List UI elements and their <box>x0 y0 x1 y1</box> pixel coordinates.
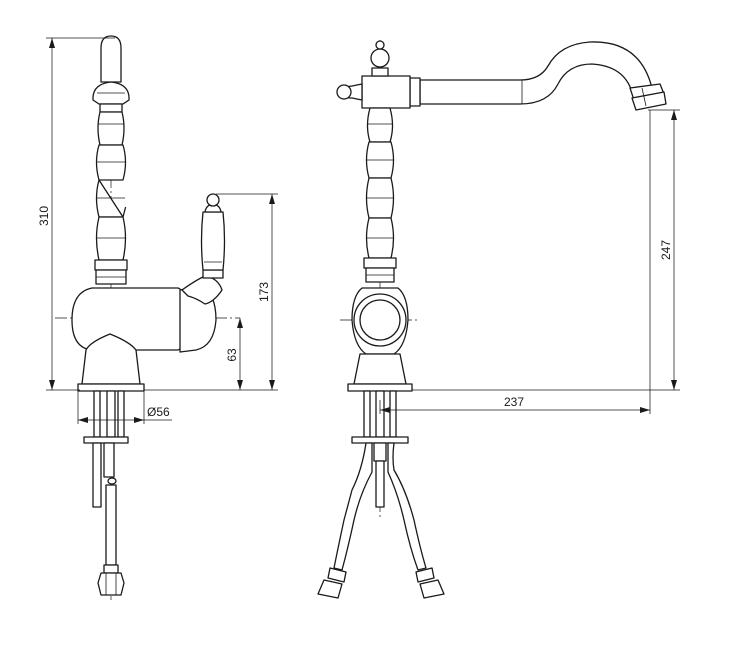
dim-total-height: 310 <box>37 206 51 226</box>
dim-body-axis-height: 63 <box>225 348 239 362</box>
dim-spout-reach: 237 <box>504 395 524 409</box>
front-view-dimensions: 247 237 <box>379 109 680 414</box>
dim-base-diameter: Ø56 <box>147 405 170 419</box>
dim-handle-height: 173 <box>257 282 271 302</box>
side-view-dimensions: 310 173 63 Ø56 <box>37 37 278 424</box>
front-view <box>317 40 667 599</box>
side-view <box>55 35 240 600</box>
dim-spout-height: 247 <box>659 240 673 260</box>
